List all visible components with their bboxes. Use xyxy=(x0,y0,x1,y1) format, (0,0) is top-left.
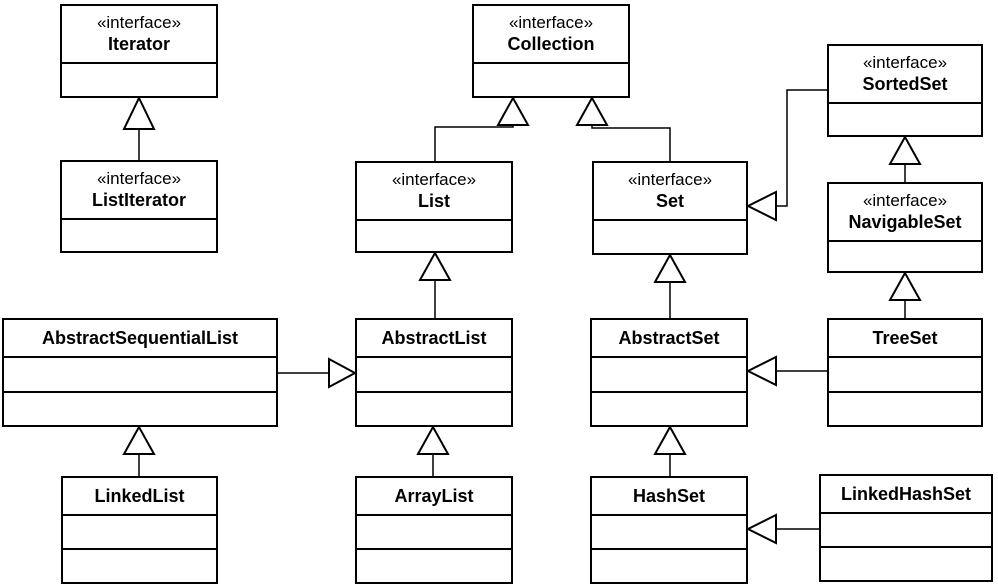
members-compartment xyxy=(62,218,216,251)
arrow-abstractset-to-set xyxy=(653,252,687,318)
attributes-compartment xyxy=(357,356,511,391)
uml-class-linkedlist: LinkedList xyxy=(61,476,218,584)
attributes-compartment xyxy=(4,356,276,391)
class-name: List xyxy=(417,191,450,212)
class-name: TreeSet xyxy=(872,327,938,348)
methods-compartment xyxy=(592,390,746,426)
uml-class-abstractlist: AbstractList xyxy=(355,318,513,427)
uml-class-list: «interface» List xyxy=(355,161,513,253)
uml-class-set: «interface» Set xyxy=(592,161,748,255)
members-compartment xyxy=(829,240,981,271)
arrow-linkedhashset-to-hashset xyxy=(745,513,819,545)
attributes-compartment xyxy=(592,514,746,548)
class-name: ListIterator xyxy=(91,190,187,211)
stereotype-label: «interface» xyxy=(508,13,594,33)
arrow-list-to-collection xyxy=(434,95,530,161)
class-name: LinkedList xyxy=(94,485,185,506)
stereotype-label: «interface» xyxy=(862,191,948,211)
arrow-linkedlist-to-abstractsequentiallist xyxy=(122,424,156,476)
arrow-arraylist-to-abstractlist xyxy=(416,424,450,476)
uml-class-collection: «interface» Collection xyxy=(472,4,630,98)
class-header: «interface» ListIterator xyxy=(62,162,216,218)
uml-class-linkedhashset: LinkedHashSet xyxy=(819,474,993,582)
stereotype-label: «interface» xyxy=(391,170,477,190)
members-compartment xyxy=(829,102,981,135)
methods-compartment xyxy=(592,548,746,582)
arrow-abstractsequentiallist-to-abstractlist xyxy=(278,357,358,389)
methods-compartment xyxy=(829,390,981,426)
stereotype-label: «interface» xyxy=(862,53,948,73)
methods-compartment xyxy=(357,548,511,582)
class-header: AbstractList xyxy=(357,320,511,356)
uml-class-sortedset: «interface» SortedSet xyxy=(827,44,983,137)
class-header: «interface» Iterator xyxy=(62,6,216,62)
class-name: AbstractList xyxy=(381,327,487,348)
class-name: HashSet xyxy=(632,485,706,506)
attributes-compartment xyxy=(592,356,746,391)
class-name: Iterator xyxy=(107,34,170,55)
class-header: AbstractSet xyxy=(592,320,746,356)
arrow-treeset-to-abstractset xyxy=(745,355,827,387)
stereotype-label: «interface» xyxy=(96,13,182,33)
uml-class-abstractsequentiallist: AbstractSequentialList xyxy=(2,318,278,427)
uml-class-navigableset: «interface» NavigableSet xyxy=(827,182,983,273)
class-name: Set xyxy=(655,191,684,212)
methods-compartment xyxy=(821,546,991,580)
class-name: ArrayList xyxy=(394,485,474,506)
class-name: Collection xyxy=(507,34,595,55)
methods-compartment xyxy=(357,390,511,426)
arrow-navigableset-to-sortedset xyxy=(888,134,922,182)
methods-compartment xyxy=(63,548,216,582)
class-header: «interface» Set xyxy=(594,163,746,219)
class-header: AbstractSequentialList xyxy=(4,320,276,356)
class-name: SortedSet xyxy=(862,74,948,95)
uml-class-arraylist: ArrayList xyxy=(355,476,513,584)
methods-compartment xyxy=(4,390,276,426)
attributes-compartment xyxy=(63,514,216,548)
arrow-hashset-to-abstractset xyxy=(653,424,687,476)
uml-class-listiterator: «interface» ListIterator xyxy=(60,160,218,253)
class-name: NavigableSet xyxy=(848,212,962,233)
members-compartment xyxy=(357,219,511,251)
class-header: LinkedHashSet xyxy=(821,476,991,512)
class-name: LinkedHashSet xyxy=(840,483,972,504)
attributes-compartment xyxy=(829,356,981,391)
uml-class-abstractset: AbstractSet xyxy=(590,318,748,427)
attributes-compartment xyxy=(821,512,991,546)
uml-class-hashset: HashSet xyxy=(590,476,748,584)
arrow-listiterator-to-iterator xyxy=(122,95,156,160)
arrow-abstractlist-to-list xyxy=(418,250,452,318)
arrow-treeset-to-navigableset xyxy=(888,270,922,318)
class-header: HashSet xyxy=(592,478,746,514)
class-header: «interface» NavigableSet xyxy=(829,184,981,240)
attributes-compartment xyxy=(357,514,511,548)
stereotype-label: «interface» xyxy=(96,169,182,189)
arrow-sortedset-to-set xyxy=(745,89,827,222)
class-header: ArrayList xyxy=(357,478,511,514)
arrow-set-to-collection xyxy=(575,95,671,161)
class-header: «interface» Collection xyxy=(474,6,628,62)
class-header: TreeSet xyxy=(829,320,981,356)
members-compartment xyxy=(474,62,628,96)
class-header: «interface» List xyxy=(357,163,511,219)
members-compartment xyxy=(62,62,216,96)
class-header: «interface» SortedSet xyxy=(829,46,981,102)
stereotype-label: «interface» xyxy=(627,170,713,190)
members-compartment xyxy=(594,219,746,253)
class-name: AbstractSequentialList xyxy=(41,327,239,348)
class-header: LinkedList xyxy=(63,478,216,514)
uml-class-iterator: «interface» Iterator xyxy=(60,4,218,98)
uml-class-treeset: TreeSet xyxy=(827,318,983,427)
class-name: AbstractSet xyxy=(618,327,720,348)
